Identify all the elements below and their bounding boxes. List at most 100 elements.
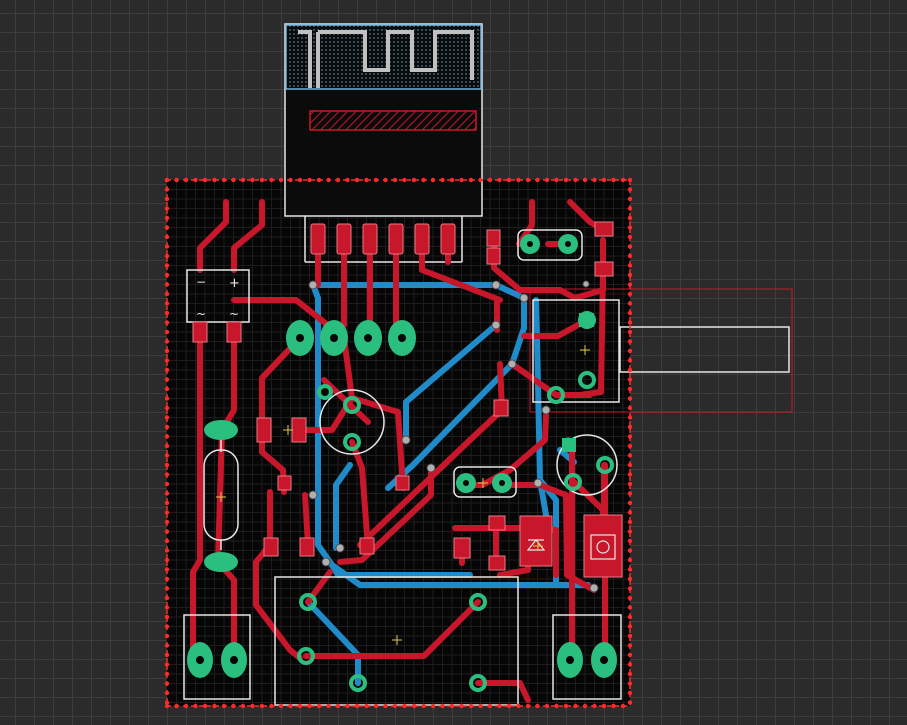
outline-dot xyxy=(231,703,236,709)
transistor-pin xyxy=(317,384,333,400)
outline-dot xyxy=(459,177,464,183)
header-drills xyxy=(196,241,608,664)
outline-dot xyxy=(627,529,633,534)
outline-dot xyxy=(212,177,217,183)
outline-dot xyxy=(627,472,633,477)
relay-pin xyxy=(578,371,596,389)
outline-dot xyxy=(627,624,633,629)
outline-dot xyxy=(497,177,502,183)
bridge-ac-label-1: ~ xyxy=(196,307,206,321)
outline-dot xyxy=(259,177,265,183)
outline-dot xyxy=(449,177,455,183)
outline-dot xyxy=(383,703,388,709)
outline-dot xyxy=(164,234,170,240)
outline-dot xyxy=(278,177,284,183)
outline-dot xyxy=(278,703,284,709)
outline-dot xyxy=(250,703,255,709)
outline-dot xyxy=(164,576,170,582)
outline-dot xyxy=(402,703,407,709)
outline-dot xyxy=(297,177,303,183)
outline-dot xyxy=(582,703,588,709)
power-module-pin xyxy=(299,593,317,611)
outline-dot xyxy=(627,225,633,230)
outline-dot xyxy=(627,633,633,639)
vias[interactable] xyxy=(308,280,599,593)
outline-dot xyxy=(627,320,633,325)
outline-dot xyxy=(627,605,633,610)
bridge-ac-label-2: ~ xyxy=(229,307,239,321)
outline-dot xyxy=(373,177,379,183)
outline-dot xyxy=(307,177,312,183)
wifi-module[interactable] xyxy=(284,23,483,263)
outline-dot xyxy=(354,177,360,183)
outline-dot xyxy=(620,703,626,709)
outline-dot xyxy=(164,652,170,658)
outline-dot xyxy=(627,206,633,211)
outline-dot xyxy=(592,177,597,183)
outline-dot xyxy=(164,272,170,278)
relay-pin xyxy=(547,386,565,404)
outline-dot xyxy=(554,703,559,709)
power-module-pin xyxy=(469,593,487,611)
outline-dot xyxy=(627,244,633,249)
outline-dot xyxy=(468,703,474,709)
outline-dot xyxy=(164,310,170,316)
outline-dot xyxy=(316,177,322,183)
outline-dot xyxy=(164,358,170,363)
outline-dot xyxy=(164,595,170,601)
outline-dot xyxy=(240,177,246,183)
outline-dot xyxy=(627,548,633,553)
outline-dot xyxy=(506,177,512,183)
crystal-oscillator-outline xyxy=(319,389,385,455)
ceramic-capacitor-top-outline xyxy=(517,229,583,261)
outline-dot xyxy=(592,703,597,709)
outline-dot xyxy=(440,703,445,709)
outline-dot xyxy=(627,652,633,658)
outline-dot xyxy=(373,703,379,709)
outline-dot xyxy=(307,703,312,709)
bridge-rectifier-outline xyxy=(186,269,250,323)
outline-dot xyxy=(421,703,426,709)
outline-dot xyxy=(544,177,550,183)
outline-dot xyxy=(288,177,293,183)
outline-dot xyxy=(164,244,170,249)
outline-dot xyxy=(627,386,633,392)
bridge-rectifier[interactable]: − + ~ ~ xyxy=(196,275,240,321)
outline-dot xyxy=(164,282,170,287)
outline-dot xyxy=(354,703,360,709)
outline-dot xyxy=(601,703,607,709)
outline-dot xyxy=(164,187,170,192)
outline-dot xyxy=(627,272,633,278)
outline-dot xyxy=(164,424,170,430)
outline-dot xyxy=(164,462,170,468)
outline-dot xyxy=(231,177,236,183)
outline-dot xyxy=(627,358,633,363)
outline-dot xyxy=(164,700,170,705)
outline-dot xyxy=(411,703,417,709)
outline-dot xyxy=(478,703,483,709)
outline-dot xyxy=(627,690,633,696)
outline-dot xyxy=(468,177,474,183)
smd-pads[interactable] xyxy=(192,221,623,578)
board-outline[interactable] xyxy=(166,179,631,707)
outline-dot xyxy=(627,301,633,306)
outline-dot xyxy=(627,671,633,677)
outline-dot xyxy=(164,396,170,401)
ceramic-capacitor-bottom-outline xyxy=(453,466,517,498)
outline-dot xyxy=(497,703,502,709)
outline-dot xyxy=(627,662,633,667)
outline-dot xyxy=(164,253,170,259)
outline-dot xyxy=(164,703,170,709)
relay-module-outline xyxy=(532,299,620,403)
outline-dot xyxy=(164,690,170,696)
outline-dot xyxy=(627,700,633,705)
outline-dot xyxy=(164,206,170,211)
outline-dot xyxy=(164,443,170,449)
electrolytic-pin xyxy=(564,473,582,491)
outline-dot xyxy=(620,177,626,183)
outline-dot xyxy=(269,177,274,183)
outline-dot xyxy=(164,377,170,382)
fuse-holder[interactable] xyxy=(204,420,238,572)
outline-dot xyxy=(202,703,208,709)
